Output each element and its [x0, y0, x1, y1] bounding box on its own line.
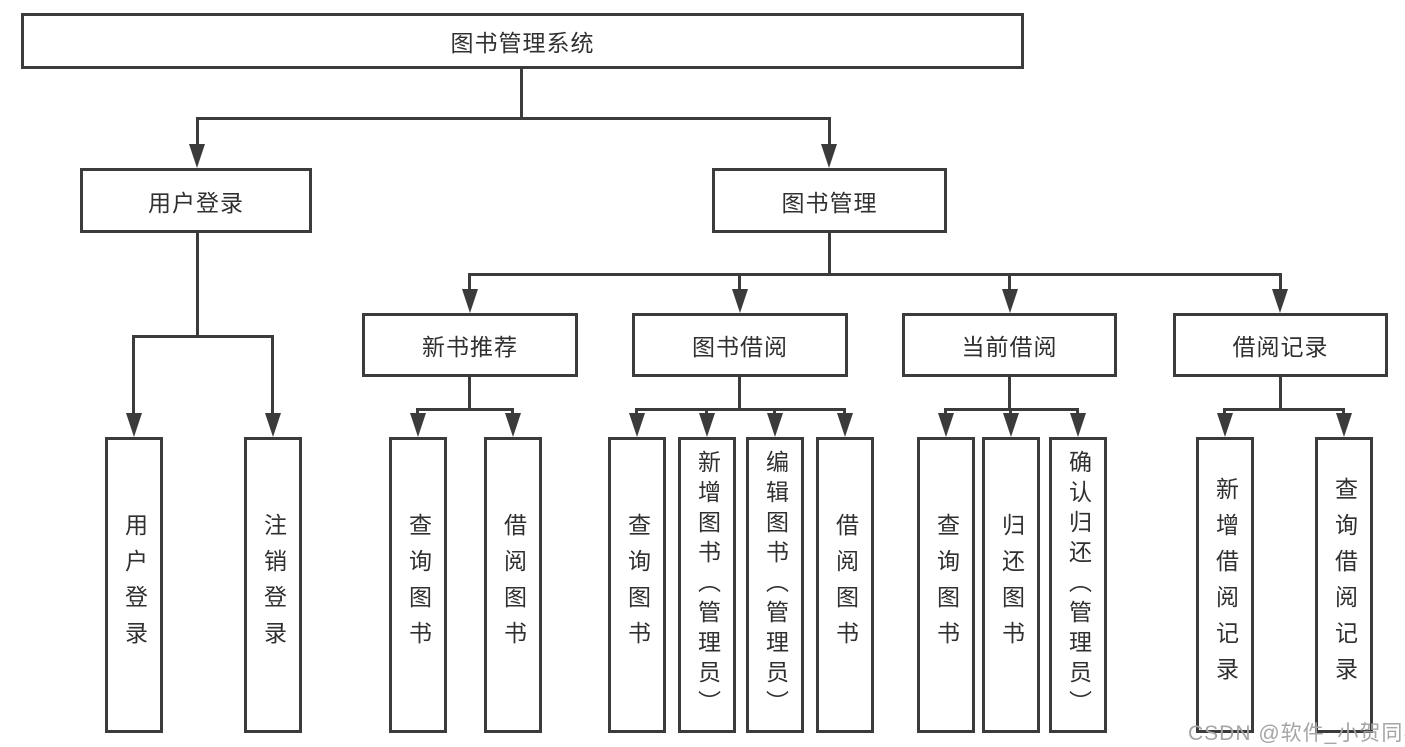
connector-level2-branch [196, 117, 831, 120]
arrowhead-leaf-8 [938, 413, 954, 437]
leaf-bb-add-books-admin: 新增图书（管理员） [678, 437, 736, 733]
node-borrowing-records: 借阅记录 [1173, 313, 1388, 377]
arrowhead-borrowing [732, 289, 748, 313]
leaf-br-query-record-label: 查询借阅记录 [1331, 477, 1358, 693]
arrowhead-leaf-10 [1070, 413, 1086, 437]
leaf-user-login: 用户登录 [105, 437, 163, 733]
leaf-logout-label: 注销登录 [260, 513, 287, 657]
leaf-cb-query-books-label: 查询图书 [933, 513, 960, 657]
leaf-nb-query-books: 查询图书 [389, 437, 447, 733]
connector-records-trunk [1279, 377, 1282, 411]
arrowhead-leaf-2 [410, 413, 426, 437]
node-book-management-label: 图书管理 [781, 189, 878, 216]
node-borrowing-records-label: 借阅记录 [1232, 334, 1329, 360]
leaf-nb-borrow-books: 借阅图书 [484, 437, 542, 733]
csdn-watermark: CSDN @软件_小贺同学 [1188, 722, 1405, 745]
node-root: 图书管理系统 [21, 13, 1024, 69]
node-user-login-group-label: 用户登录 [148, 189, 244, 216]
arrowhead-leaf-7 [837, 413, 853, 437]
connector-level3-branch [468, 273, 1282, 276]
connector-books-trunk [828, 233, 831, 276]
connector-login-trunk [196, 233, 199, 338]
leaf-bb-edit-books-admin-label: 编辑图书（管理员） [762, 450, 789, 720]
leaf-cb-confirm-return-admin: 确认归还（管理员） [1049, 437, 1107, 733]
arrowhead-leaf-4 [629, 413, 645, 437]
leaf-bb-query-books: 查询图书 [608, 437, 666, 733]
arrowhead-leaf-6 [767, 413, 783, 437]
arrowhead-records [1272, 289, 1288, 313]
node-book-management: 图书管理 [712, 168, 947, 233]
connector-stem-books [828, 117, 831, 147]
connector-stem-borrowing [738, 273, 741, 293]
arrowhead-login [189, 144, 205, 168]
leaf-bb-edit-books-admin: 编辑图书（管理员） [746, 437, 804, 733]
leaf-bb-add-books-admin-label: 新增图书（管理员） [694, 450, 721, 720]
node-current-borrowing: 当前借阅 [902, 313, 1117, 377]
connector-records-leafbranch [1223, 408, 1345, 411]
leaf-br-query-record: 查询借阅记录 [1315, 437, 1373, 733]
leaf-bb-borrow-books: 借阅图书 [816, 437, 874, 733]
node-new-book-recommend-label: 新书推荐 [422, 334, 518, 360]
connector-borrowing-trunk [738, 377, 741, 411]
arrowhead-current [1002, 289, 1018, 313]
arrowhead-leaf-5 [699, 413, 715, 437]
leaf-cb-query-books: 查询图书 [917, 437, 975, 733]
node-current-borrowing-label: 当前借阅 [961, 334, 1058, 360]
connector-current-trunk [1008, 377, 1011, 411]
arrowhead-logout [265, 413, 281, 437]
leaf-user-login-label: 用户登录 [121, 513, 148, 657]
node-root-label: 图书管理系统 [450, 30, 595, 56]
arrowhead-user-login [126, 413, 142, 437]
connector-login-branch [132, 335, 274, 338]
connector-stem-records [1279, 273, 1282, 293]
leaf-cb-return-books: 归还图书 [982, 437, 1040, 733]
connector-stem-current [1008, 273, 1011, 293]
leaf-bb-query-books-label: 查询图书 [624, 513, 651, 657]
leaf-nb-borrow-books-label: 借阅图书 [500, 513, 527, 657]
node-book-borrowing-label: 图书借阅 [692, 334, 788, 360]
arrowhead-leaf-9 [1003, 413, 1019, 437]
connector-newbooks-trunk [468, 377, 471, 411]
node-new-book-recommend: 新书推荐 [362, 313, 578, 377]
leaf-nb-query-books-label: 查询图书 [405, 513, 432, 657]
connector-stem-login [196, 117, 199, 147]
node-book-borrowing: 图书借阅 [632, 313, 848, 377]
arrowhead-leaf-11 [1217, 413, 1233, 437]
arrowhead-leaf-12 [1336, 413, 1352, 437]
connector-root-trunk [520, 69, 523, 117]
connector-newbooks-leafbranch [416, 408, 514, 411]
leaf-br-add-record-label: 新增借阅记录 [1212, 477, 1239, 693]
leaf-bb-borrow-books-label: 借阅图书 [832, 513, 859, 657]
leaf-cb-confirm-return-admin-label: 确认归还（管理员） [1065, 450, 1092, 720]
connector-stem-newbooks [468, 273, 471, 293]
arrowhead-leaf-3 [505, 413, 521, 437]
leaf-br-add-record: 新增借阅记录 [1196, 437, 1254, 733]
connector-stem-user-login [132, 335, 135, 417]
connector-stem-logout [271, 335, 274, 417]
leaf-logout: 注销登录 [244, 437, 302, 733]
arrowhead-books [821, 144, 837, 168]
arrowhead-newbooks [462, 289, 478, 313]
node-user-login-group: 用户登录 [80, 168, 312, 233]
connector-borrowing-leafbranch [635, 408, 846, 411]
leaf-cb-return-books-label: 归还图书 [998, 513, 1025, 657]
